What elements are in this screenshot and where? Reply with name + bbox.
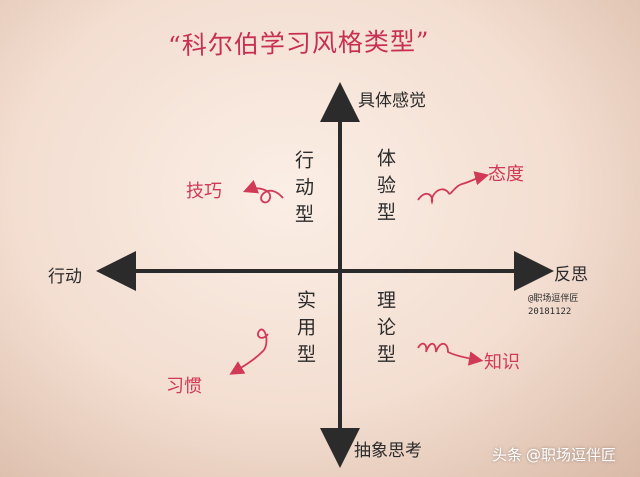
quadrant-experience-type: 体验型 xyxy=(374,148,396,229)
diagram-title: “科尔伯学习风格类型” xyxy=(167,26,430,61)
axis-label-top: 具体感觉 xyxy=(358,91,426,111)
quadrant-action-type: 行动型 xyxy=(292,150,314,231)
author-note: @职场逗伴匠 20181122 xyxy=(528,293,578,319)
knowledge-arrow xyxy=(417,342,484,366)
axis-label-right: 反思 xyxy=(554,265,588,285)
skill-arrow xyxy=(242,179,284,204)
watermark-platform: 头条 xyxy=(492,446,523,464)
author-handle: @职场逗伴匠 xyxy=(528,294,579,304)
quadrant-theory-type: 理论型 xyxy=(374,290,396,371)
attitude-arrow xyxy=(417,171,490,205)
quadrant-practical-type: 实用型 xyxy=(294,290,316,371)
annotation-skill: 技巧 xyxy=(186,181,222,202)
axis-label-bottom: 抽象思考 xyxy=(354,441,422,461)
axis-label-left: 行动 xyxy=(48,267,82,287)
author-date: 20181122 xyxy=(528,307,572,317)
annotation-habit: 习惯 xyxy=(166,376,202,397)
watermark-account: @职场逗伴匠 xyxy=(526,446,617,464)
annotation-knowledge: 知识 xyxy=(484,352,520,373)
annotation-attitude: 态度 xyxy=(488,164,524,185)
habit-arrow xyxy=(229,328,269,375)
watermark: 头条@职场逗伴匠 xyxy=(492,444,616,465)
